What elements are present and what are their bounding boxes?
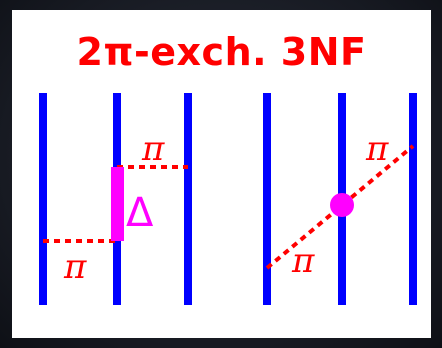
left-diagram: π Δ π — [39, 93, 192, 305]
pion-line-diagonal — [265, 144, 415, 270]
diagram-title: 2π-exch. 3NF — [76, 30, 367, 74]
label-pi-top-right: π — [365, 129, 389, 169]
label-pi-top-left: π — [141, 129, 165, 169]
label-pi-bottom-left: π — [63, 247, 87, 287]
label-pi-bottom-right: π — [291, 241, 315, 281]
vertex-blob — [330, 193, 354, 217]
delta-excitation — [111, 167, 124, 241]
diagram-card — [12, 10, 431, 338]
label-delta: Δ — [126, 190, 154, 236]
right-diagram: π π — [263, 93, 417, 305]
